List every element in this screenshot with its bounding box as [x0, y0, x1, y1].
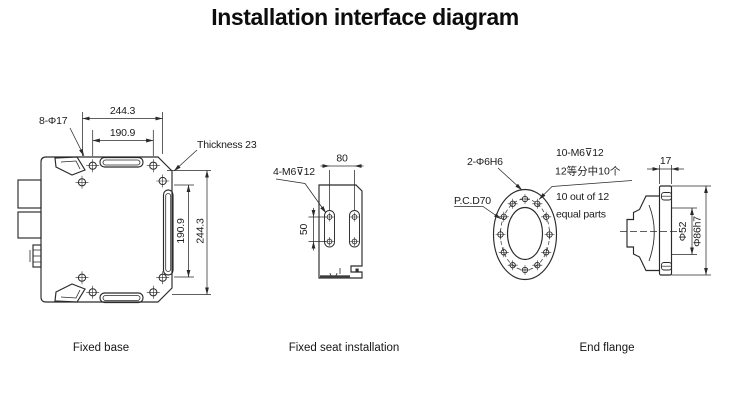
seat-slot-left: [324, 210, 335, 248]
flange-bolt-holes: [495, 193, 555, 276]
flange-bore-circle: [506, 206, 544, 261]
dim-hole-spacing: 50: [298, 224, 310, 236]
fixed-base-dimension-lines: [69, 112, 211, 295]
dim-width-outer: 244.3: [110, 105, 136, 117]
caption-fixed-base: Fixed base: [73, 342, 129, 354]
label-bolt-note-en-2: equal parts: [556, 209, 606, 221]
dim-flange-bore: Φ52: [677, 221, 689, 241]
seat-notch-block: [355, 268, 359, 272]
dim-height-outer: 244.3: [195, 218, 207, 244]
bottom-slot: [99, 292, 144, 304]
dim-height-inner: 190.9: [175, 218, 187, 244]
flange-body-profile: [626, 195, 660, 272]
fixed-seat-drawing: 80 50 4-M6⊽12 Fixed seat installation: [273, 153, 399, 355]
corner-tab-bottom-left: [54, 283, 86, 303]
fixed-seat-dimension-lines: [275, 164, 364, 251]
fixed-seat-holes: [324, 212, 360, 247]
fixed-base-corner-holes: [75, 158, 170, 300]
label-bolt-note-en-1: 10 out of 12: [556, 191, 609, 203]
top-slot: [99, 156, 144, 168]
flange-disc: [658, 185, 673, 276]
dim-flange-outer: Φ86h7: [692, 216, 704, 247]
seat-slot-right: [349, 210, 360, 248]
label-pitch-circle: P.C.D70: [454, 195, 491, 207]
label-seat-holes: 4-M6⊽12: [273, 166, 315, 178]
caption-fixed-seat: Fixed seat installation: [289, 342, 400, 354]
flange-leader-lines: [454, 167, 633, 220]
right-slot: [162, 189, 174, 276]
fixed-seat-plate-outline: [318, 184, 363, 279]
label-bolt-note-zh: 12等分中10个: [555, 165, 621, 178]
flange-dimension-lines: [647, 165, 711, 276]
corner-tab-top-left: [54, 156, 86, 176]
label-thickness: Thickness 23: [197, 139, 257, 151]
dim-width-inner: 190.9: [110, 127, 136, 139]
mount-surface-hatch: [320, 275, 350, 279]
fixed-base-plate-outline: [40, 156, 173, 303]
end-flange-side-drawing: 17 Φ52 Φ86h7 End flange: [580, 155, 711, 354]
left-connector-2: [17, 211, 42, 239]
left-connector-1: [17, 179, 42, 209]
page-title: Installation interface diagram: [211, 4, 519, 30]
label-bolt-holes: 10-M6⊽12: [556, 147, 604, 159]
fixed-base-drawing: 244.3 190.9 190.9 244.3 8-Φ17 Thickness …: [17, 105, 257, 354]
label-hole-callout: 8-Φ17: [39, 115, 68, 127]
dim-slot-spacing: 80: [336, 153, 348, 165]
dim-flange-thickness: 17: [660, 155, 672, 167]
end-flange-front-drawing: 2-Φ6H6 P.C.D70 10-M6⊽12 12等分中10个 10 out …: [454, 147, 633, 281]
label-pin-holes: 2-Φ6H6: [467, 156, 503, 168]
flange-outer-circle: [492, 188, 558, 281]
caption-end-flange: End flange: [580, 342, 635, 354]
